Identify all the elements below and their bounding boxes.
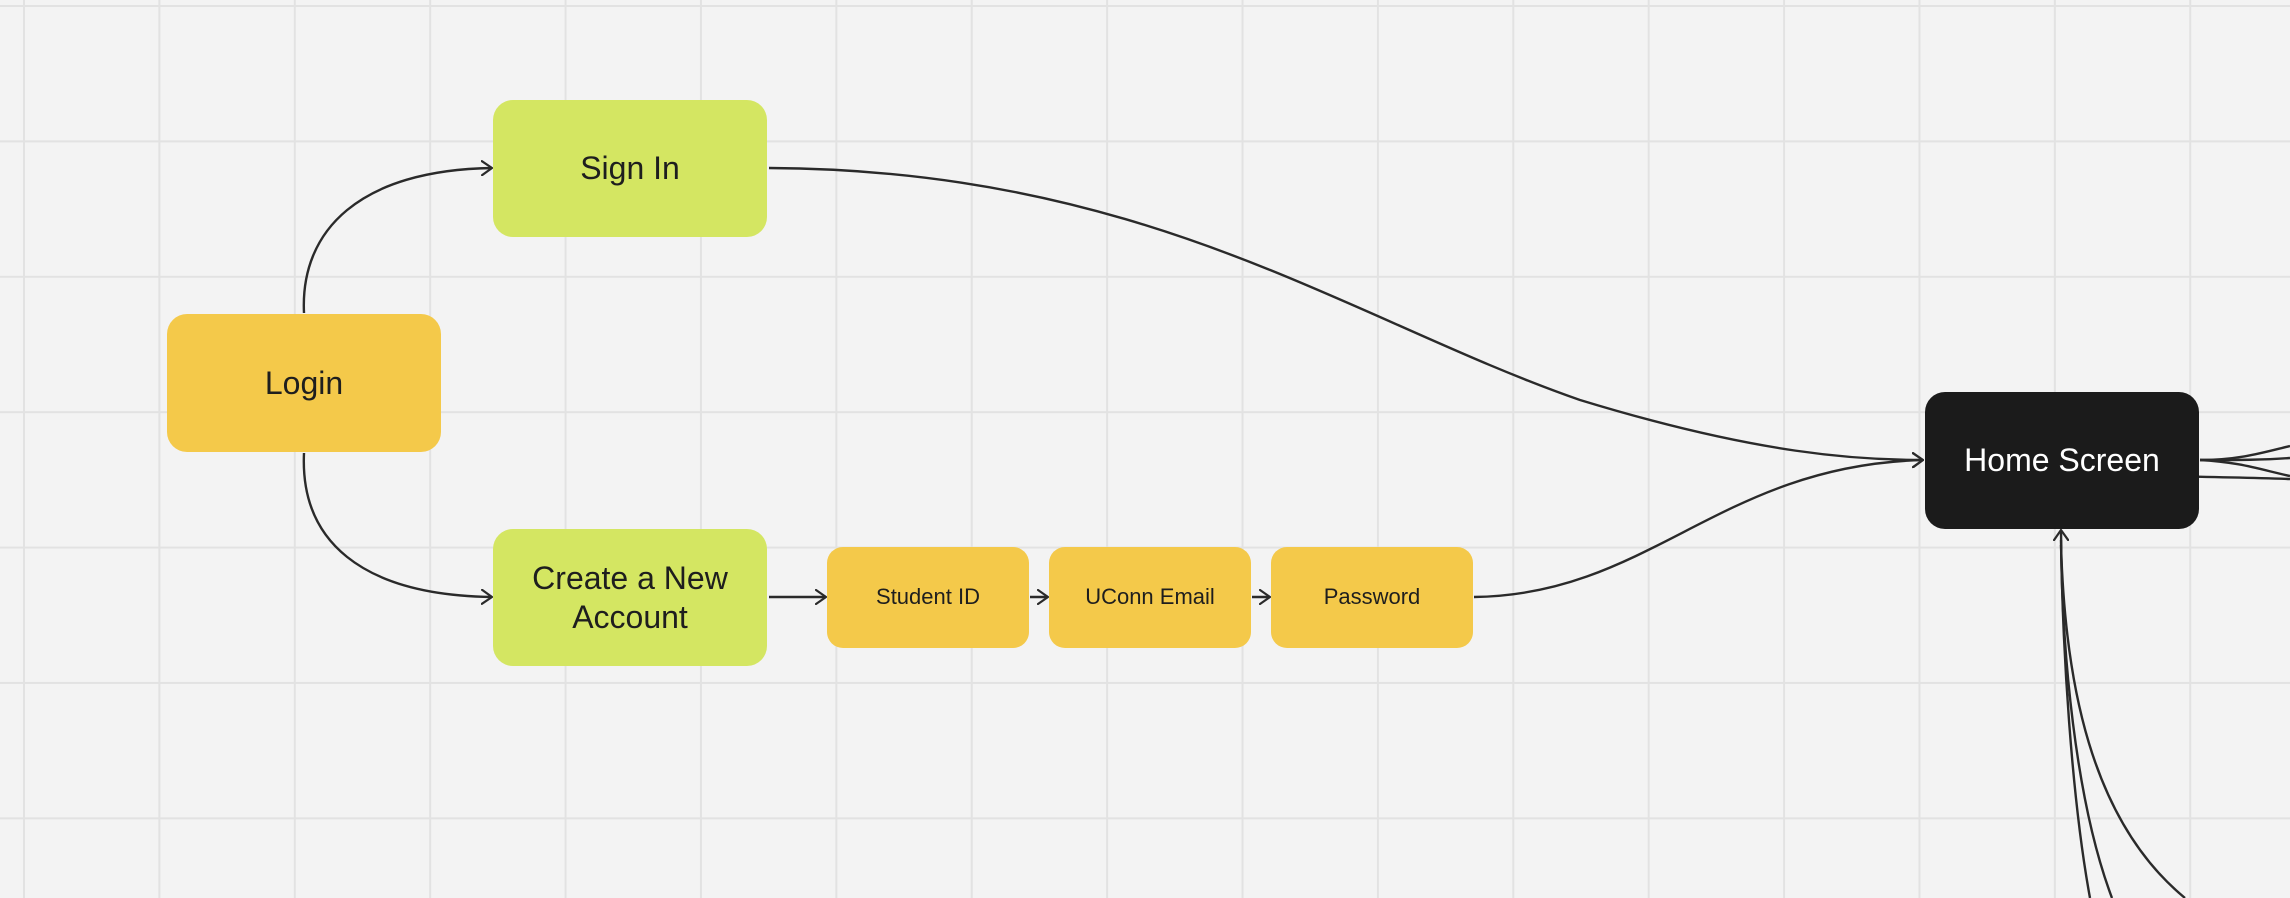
node-login[interactable]: Login (167, 314, 441, 452)
edge-home-right-2 (2199, 456, 2290, 462)
edge-below-home-3 (2059, 544, 2186, 898)
node-password[interactable]: Password (1271, 547, 1473, 648)
node-student-id[interactable]: Student ID (827, 547, 1029, 648)
node-uconn-email[interactable]: UConn Email (1049, 547, 1251, 648)
edge-login-create[interactable] (302, 452, 492, 597)
edge-signin-home[interactable] (768, 166, 1923, 460)
edge-password-home[interactable] (1473, 460, 1923, 599)
node-create-account[interactable]: Create a New Account (493, 529, 767, 666)
node-home-screen[interactable]: Home Screen (1925, 392, 2199, 529)
edge-login-signin[interactable] (302, 168, 492, 314)
edge-home-right-3 (2199, 458, 2290, 478)
node-sign-in[interactable]: Sign In (493, 100, 767, 237)
edge-below-home-1 (2061, 530, 2092, 898)
